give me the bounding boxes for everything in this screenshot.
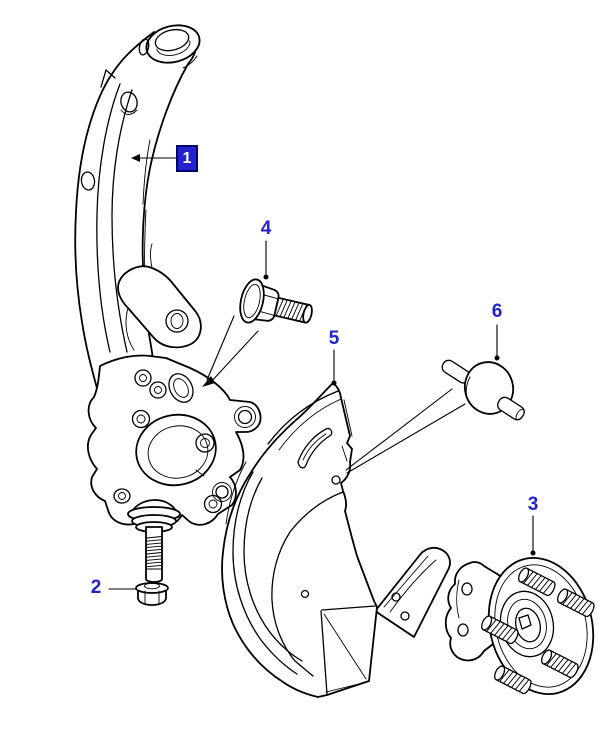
wheel-stud (541, 649, 579, 679)
wheel-stud (494, 665, 532, 695)
callout-5-splash-shield[interactable]: 5 (328, 328, 340, 349)
callout-1-steering-knuckle[interactable]: 1 (176, 145, 198, 172)
part-wheel-hub[interactable] (444, 547, 607, 706)
part-steering-knuckle[interactable] (74, 20, 262, 583)
wheel-stud (557, 588, 595, 618)
part-flange-bolt[interactable] (236, 277, 316, 336)
part-retaining-rivet[interactable] (440, 357, 527, 422)
callout-2-ball-joint-nut[interactable]: 2 (90, 577, 102, 598)
callout-4-flange-bolt[interactable]: 4 (260, 218, 272, 239)
wheel-stud (518, 567, 556, 597)
callout-3-wheel-hub[interactable]: 3 (527, 494, 539, 515)
callout-6-retaining-rivet[interactable]: 6 (491, 301, 503, 322)
part-splash-shield[interactable] (221, 382, 451, 698)
leader-lines (108, 154, 536, 590)
part-ball-joint-nut[interactable] (135, 582, 169, 606)
wheel-stud (481, 615, 519, 645)
